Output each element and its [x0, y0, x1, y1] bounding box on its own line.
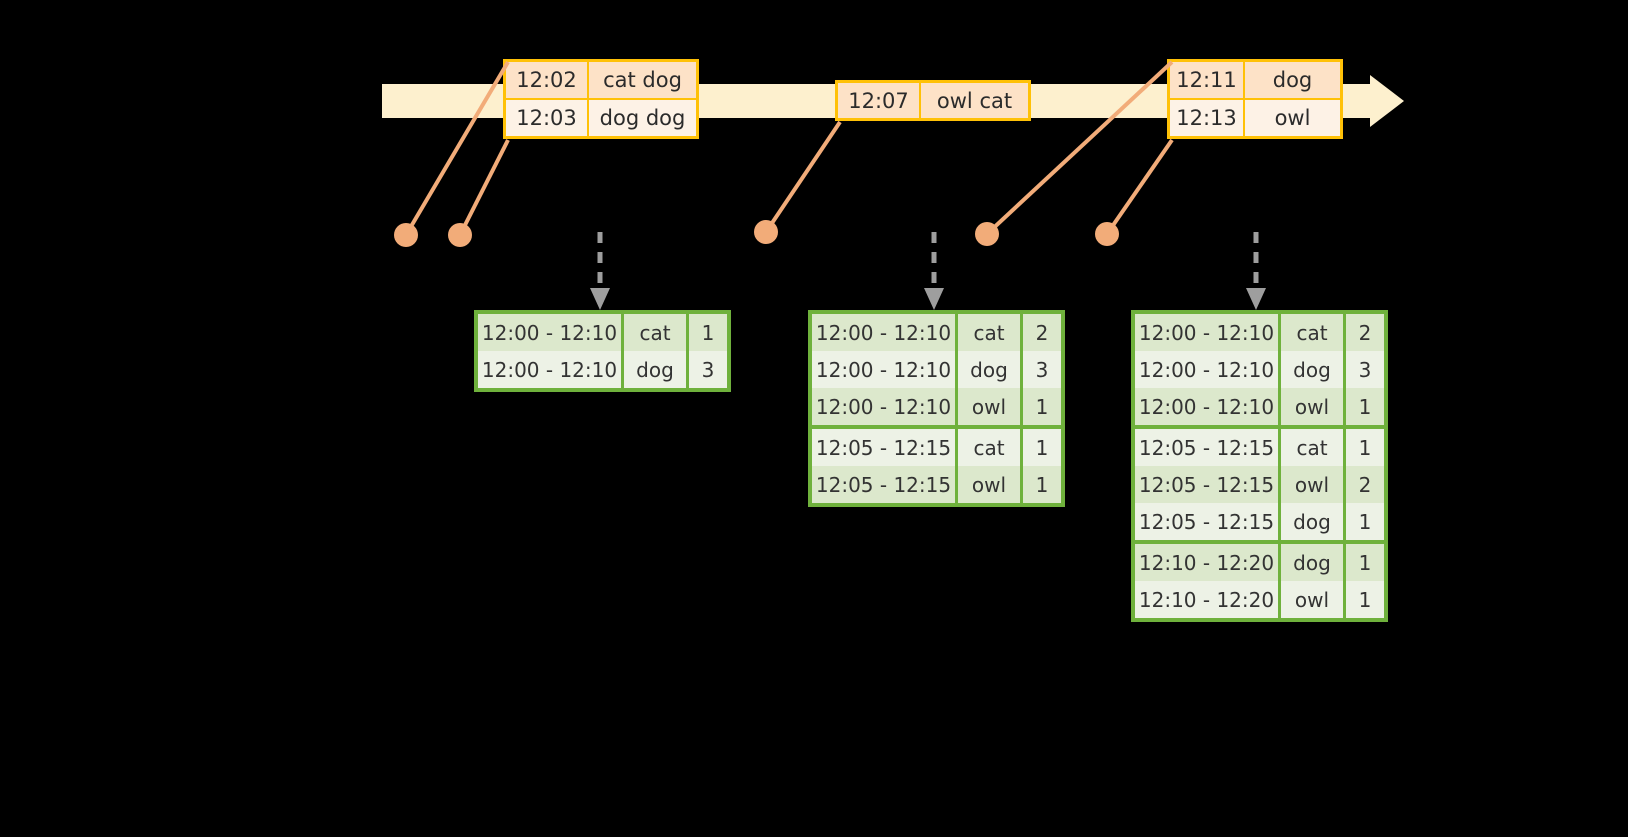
cell-count: 1: [1346, 388, 1384, 425]
event-words: owl cat: [921, 83, 1028, 118]
cell-window: 12:00 - 12:10: [1135, 388, 1278, 425]
cell-word: owl: [1281, 388, 1343, 425]
marker-dot-1202: [394, 223, 418, 247]
cell-count: 2: [1346, 314, 1384, 351]
event-words: cat dog: [589, 62, 696, 98]
timeline-arrowhead: [1370, 75, 1404, 127]
cell-word: owl: [1281, 466, 1343, 503]
cell-count: 1: [1346, 429, 1384, 466]
cell-window: 12:10 - 12:20: [1135, 581, 1278, 618]
cell-word: cat: [624, 314, 686, 351]
cell-window: 12:05 - 12:15: [1135, 503, 1278, 540]
event-box-2[interactable]: 12:07 owl cat: [835, 80, 1031, 121]
cell-word: owl: [958, 388, 1020, 425]
down-arrow-2: [924, 232, 944, 310]
down-arrow-1: [590, 232, 610, 310]
cell-word: owl: [1281, 581, 1343, 618]
cell-window: 12:10 - 12:20: [1135, 544, 1278, 581]
cell-window: 12:00 - 12:10: [478, 314, 621, 351]
event-time: 12:07: [838, 83, 921, 118]
event-time: 12:13: [1170, 100, 1245, 136]
cell-count: 1: [1023, 466, 1061, 503]
cell-window: 12:05 - 12:15: [1135, 466, 1278, 503]
event-words: dog: [1245, 62, 1340, 98]
cell-window: 12:05 - 12:15: [1135, 429, 1278, 466]
cell-count: 1: [1346, 503, 1384, 540]
cell-word: dog: [1281, 544, 1343, 581]
cell-window: 12:00 - 12:10: [478, 351, 621, 388]
cell-window: 12:00 - 12:10: [1135, 351, 1278, 388]
marker-dot-1211: [975, 222, 999, 246]
cell-count: 3: [1023, 351, 1061, 388]
cell-word: cat: [958, 429, 1020, 466]
cell-count: 3: [689, 351, 727, 388]
cell-window: 12:00 - 12:10: [812, 314, 955, 351]
event-time: 12:11: [1170, 62, 1245, 98]
cell-window: 12:05 - 12:15: [812, 429, 955, 466]
event-words: dog dog: [589, 100, 696, 136]
cell-count: 1: [1023, 429, 1061, 466]
event-words: owl: [1245, 100, 1340, 136]
cell-count: 3: [1346, 351, 1384, 388]
cell-count: 1: [1023, 388, 1061, 425]
event-row[interactable]: 12:03 dog dog: [506, 98, 696, 136]
cell-window: 12:05 - 12:15: [812, 466, 955, 503]
cell-word: dog: [624, 351, 686, 388]
cell-count: 1: [1346, 544, 1384, 581]
event-row[interactable]: 12:11 dog: [1170, 62, 1340, 98]
event-box-3[interactable]: 12:11 dog 12:13 owl: [1167, 59, 1343, 139]
event-row[interactable]: 12:07 owl cat: [838, 83, 1028, 118]
cell-window: 12:00 - 12:10: [812, 388, 955, 425]
marker-dot-1213: [1095, 222, 1119, 246]
event-time: 12:03: [506, 100, 589, 136]
event-box-1[interactable]: 12:02 cat dog 12:03 dog dog: [503, 59, 699, 139]
marker-dot-1203: [448, 223, 472, 247]
cell-count: 2: [1023, 314, 1061, 351]
event-time: 12:02: [506, 62, 589, 98]
cell-word: cat: [958, 314, 1020, 351]
cell-word: dog: [958, 351, 1020, 388]
cell-count: 1: [1346, 581, 1384, 618]
down-arrow-3: [1246, 232, 1266, 310]
cell-word: cat: [1281, 429, 1343, 466]
cell-count: 1: [689, 314, 727, 351]
cell-word: owl: [958, 466, 1020, 503]
marker-dot-1207: [754, 220, 778, 244]
cell-word: cat: [1281, 314, 1343, 351]
cell-count: 2: [1346, 466, 1384, 503]
event-row[interactable]: 12:13 owl: [1170, 98, 1340, 136]
cell-word: dog: [1281, 503, 1343, 540]
cell-window: 12:00 - 12:10: [1135, 314, 1278, 351]
cell-word: dog: [1281, 351, 1343, 388]
event-row[interactable]: 12:02 cat dog: [506, 62, 696, 98]
cell-window: 12:00 - 12:10: [812, 351, 955, 388]
